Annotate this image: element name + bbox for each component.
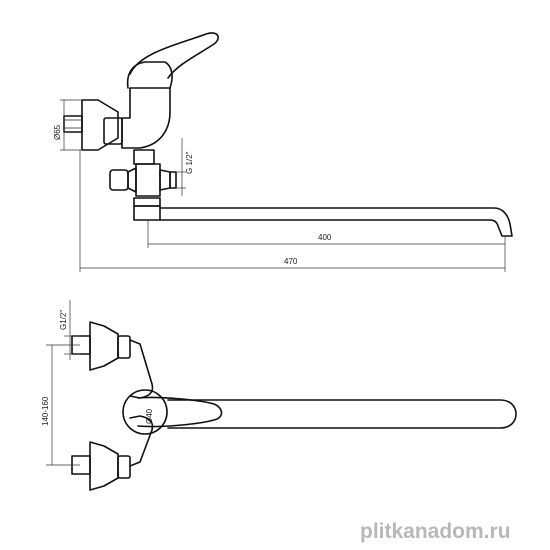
diverter-center xyxy=(135,163,161,197)
spout-length-label: 400 xyxy=(318,233,332,242)
flange-nut xyxy=(63,115,83,133)
front-spout xyxy=(167,399,517,429)
long-spout xyxy=(159,207,513,237)
diverter-block xyxy=(133,149,155,165)
wall-flange xyxy=(81,99,119,151)
spout-collar xyxy=(133,197,161,207)
inlet-thread-front-label: G1/2" xyxy=(59,310,68,330)
diameter-label: Ø65 xyxy=(53,124,62,140)
cartridge-cap xyxy=(122,389,168,435)
lever-handle xyxy=(129,32,219,79)
watermark-text: plitkanadom.ru xyxy=(360,520,511,543)
centre-distance-label: 140-160 xyxy=(41,396,50,426)
front-body xyxy=(129,339,154,399)
overall-length-label: 470 xyxy=(284,257,298,266)
cartridge-bonnet xyxy=(126,61,173,89)
side-view: Ø65 G 1/2" 400 470 xyxy=(53,32,513,272)
bottom-flange xyxy=(89,441,119,491)
front-view: Ø40 G1/2" 140-160 xyxy=(41,300,517,491)
top-flange xyxy=(89,321,119,371)
mixer-body xyxy=(121,87,171,149)
cartridge-diameter-label: Ø40 xyxy=(145,408,154,424)
front-lever xyxy=(137,396,223,428)
inlet-thread-top-label: G 1/2" xyxy=(185,151,194,174)
diverter-nut-left xyxy=(109,169,129,191)
